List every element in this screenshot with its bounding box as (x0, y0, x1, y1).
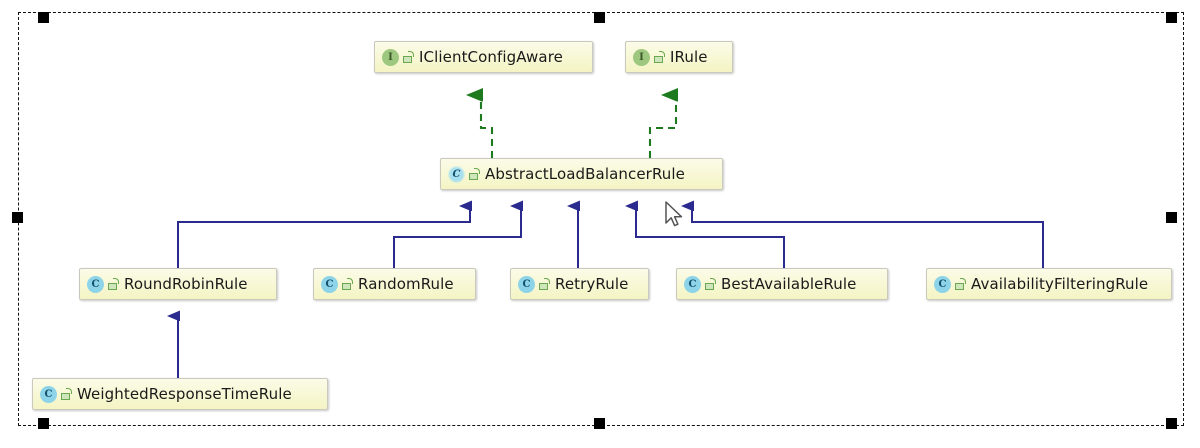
selection-handle-bottom-right[interactable] (1166, 418, 1177, 429)
class-icon: C (934, 275, 951, 293)
public-visibility-icon (654, 51, 665, 63)
node-label: RetryRule (555, 274, 629, 293)
node-irule[interactable]: I IRule (625, 41, 733, 73)
node-label: AvailabilityFilteringRule (971, 274, 1149, 293)
selection-handle-middle-right[interactable] (1166, 212, 1177, 223)
selection-handle-middle-left[interactable] (12, 212, 23, 223)
node-roundrobinrule[interactable]: C RoundRobinRule (79, 268, 277, 300)
node-label: RoundRobinRule (124, 274, 248, 293)
edge-inheritance-roundrobinrule[interactable] (177, 206, 470, 268)
node-label: BestAvailableRule (721, 274, 857, 293)
node-randomrule[interactable]: C RandomRule (313, 268, 476, 300)
public-visibility-icon (705, 278, 716, 290)
class-icon: C (321, 275, 338, 293)
class-icon: C (87, 275, 104, 293)
node-abstractloadbalancerrule[interactable]: C AbstractLoadBalancerRule (440, 158, 723, 190)
node-label: IClientConfigAware (419, 47, 563, 66)
node-label: IRule (670, 47, 708, 66)
interface-icon: I (382, 48, 399, 66)
public-visibility-icon (108, 278, 119, 290)
node-label: RandomRule (358, 274, 454, 293)
abstract-class-icon: C (448, 165, 465, 183)
selection-handle-top-left[interactable] (38, 12, 49, 23)
edge-realization-iclientconfigaware[interactable] (481, 95, 494, 158)
public-visibility-icon (403, 51, 414, 63)
node-bestavailablerule[interactable]: C BestAvailableRule (676, 268, 888, 300)
public-visibility-icon (61, 388, 72, 400)
selection-handle-bottom-center[interactable] (594, 418, 605, 429)
node-retryrule[interactable]: C RetryRule (510, 268, 649, 300)
interface-icon: I (633, 48, 650, 66)
node-weightedresponsetimerule[interactable]: C WeightedResponseTimeRule (32, 378, 328, 410)
selection-handle-top-center[interactable] (594, 12, 605, 23)
public-visibility-icon (342, 278, 353, 290)
edge-inheritance-bestavailablerule[interactable] (636, 206, 785, 268)
node-label: AbstractLoadBalancerRule (485, 164, 685, 183)
node-availabilityfilteringrule[interactable]: C AvailabilityFilteringRule (926, 268, 1172, 300)
node-iclientconfigaware[interactable]: I IClientConfigAware (374, 41, 593, 73)
class-icon: C (684, 275, 701, 293)
class-icon: C (518, 275, 535, 293)
node-label: WeightedResponseTimeRule (77, 384, 292, 403)
selection-handle-bottom-left[interactable] (38, 418, 49, 429)
public-visibility-icon (539, 278, 550, 290)
selection-handle-top-right[interactable] (1166, 12, 1177, 23)
class-icon: C (40, 385, 57, 403)
edge-inheritance-availabilityfilteringrule[interactable] (692, 206, 1044, 268)
public-visibility-icon (469, 168, 480, 180)
edge-realization-irule[interactable] (648, 95, 676, 158)
edge-inheritance-randomrule[interactable] (393, 206, 521, 268)
public-visibility-icon (955, 278, 966, 290)
